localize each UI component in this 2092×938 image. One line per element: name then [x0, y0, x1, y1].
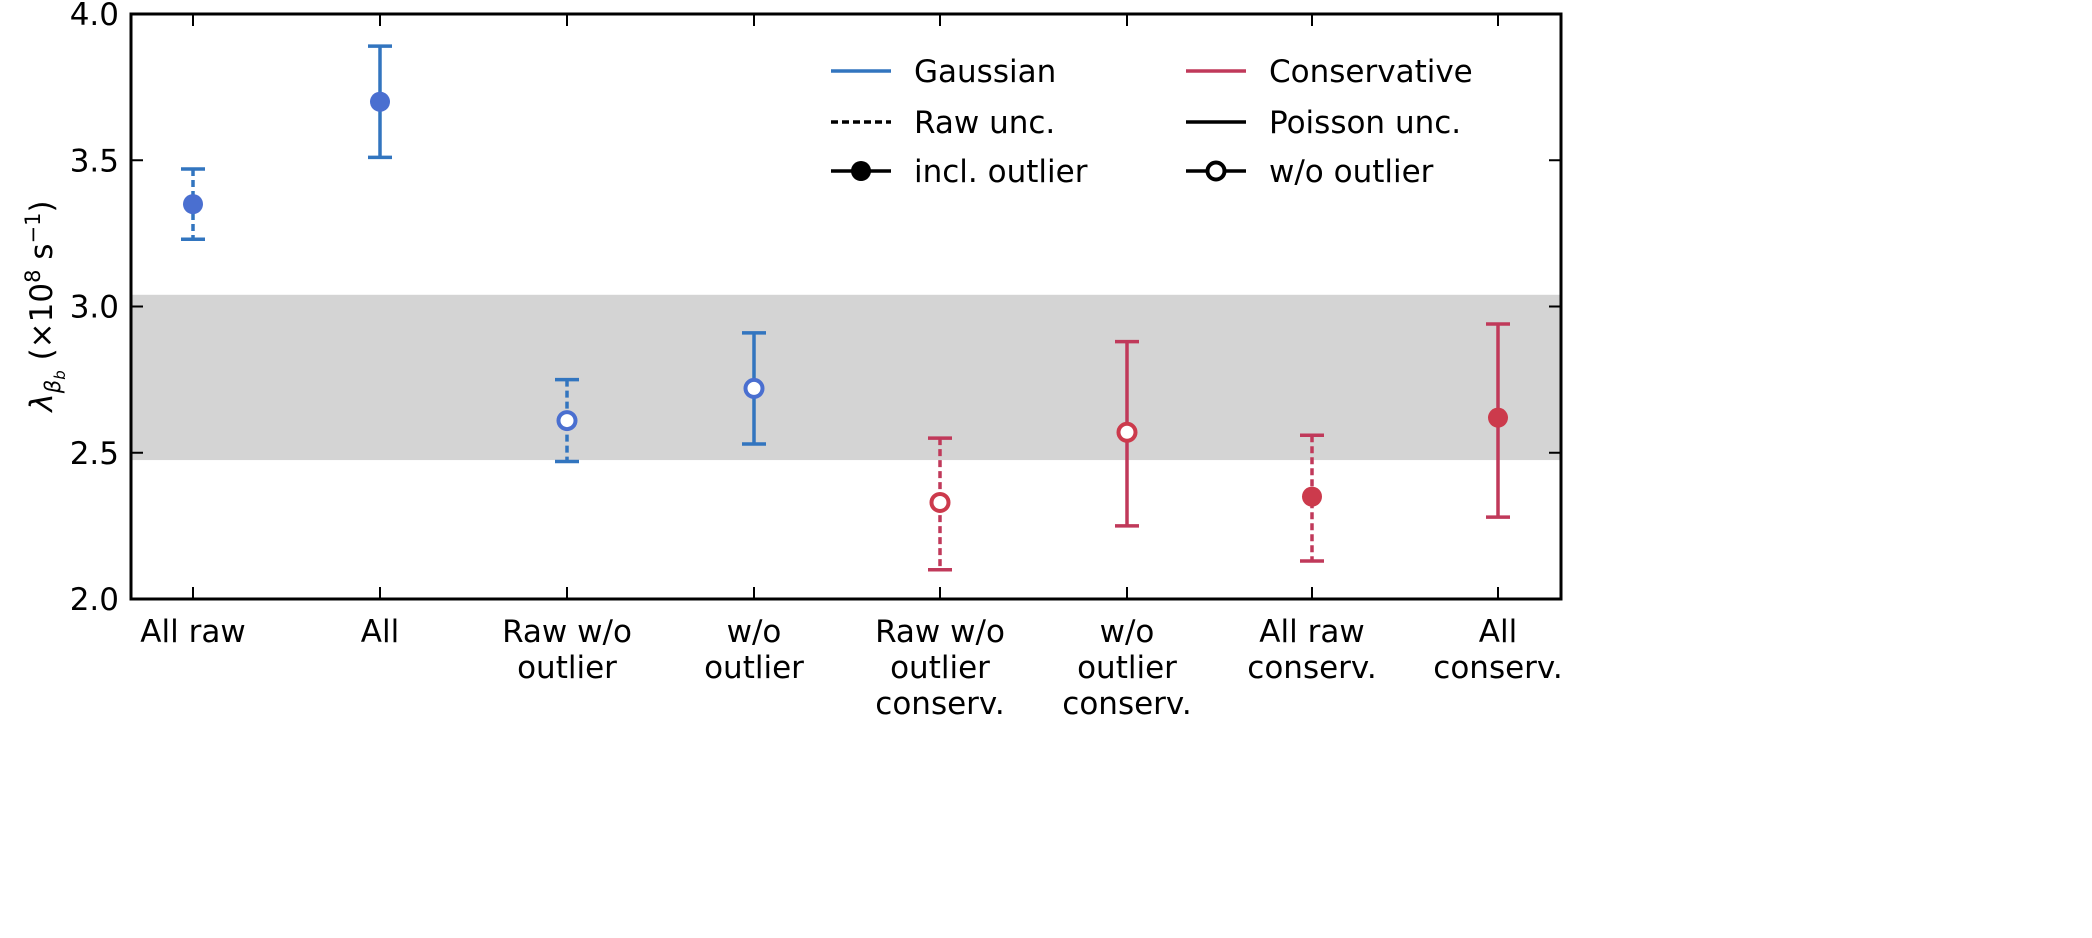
filled-marker	[1488, 407, 1508, 428]
data-point-3	[555, 377, 579, 464]
legend-label: Gaussian	[914, 54, 1056, 90]
legend-label: w/o outlier	[1269, 154, 1434, 190]
y-tick-label: 2.5	[70, 436, 119, 472]
data-point-5	[928, 436, 952, 572]
data-point-1	[181, 167, 205, 241]
y-tick-label: 3.0	[70, 290, 119, 326]
legend-marker-filled	[851, 161, 871, 181]
legend-entry: Conservative	[1186, 54, 1473, 90]
plot-frame	[129, 12, 1563, 601]
reference-band	[131, 294, 1561, 461]
filled-marker	[370, 91, 390, 112]
legend-marker-open	[1205, 160, 1227, 182]
legend-entry: Raw unc.	[831, 105, 1055, 141]
y-tick-label: 2.0	[70, 582, 119, 618]
legend-label: Raw unc.	[914, 105, 1055, 141]
data-point-2	[368, 44, 392, 160]
x-tick-label: All	[361, 614, 399, 650]
legend-entry: incl. outlier	[831, 154, 1088, 190]
open-marker	[743, 377, 765, 399]
y-tick-label: 3.5	[70, 143, 119, 179]
data-point-4	[742, 331, 766, 446]
data-point-7	[1300, 433, 1324, 563]
x-tick-label: All raw	[140, 614, 245, 650]
data-point-6	[1115, 339, 1139, 528]
legend-label: incl. outlier	[914, 154, 1088, 190]
legend-entry: Poisson unc.	[1186, 105, 1461, 141]
filled-marker	[1302, 486, 1322, 507]
legend-label: Conservative	[1269, 54, 1473, 90]
open-marker	[556, 410, 578, 432]
legend-entry: w/o outlier	[1186, 154, 1434, 190]
filled-marker	[183, 194, 203, 215]
legend-entry: Gaussian	[831, 54, 1056, 90]
legend-label: Poisson unc.	[1269, 105, 1461, 141]
y-tick-label: 4.0	[70, 0, 119, 33]
open-marker	[929, 491, 951, 513]
data-point-8	[1486, 322, 1510, 519]
y-axis-label: λβb (×108 s−1)	[21, 200, 69, 413]
open-marker	[1116, 421, 1138, 443]
